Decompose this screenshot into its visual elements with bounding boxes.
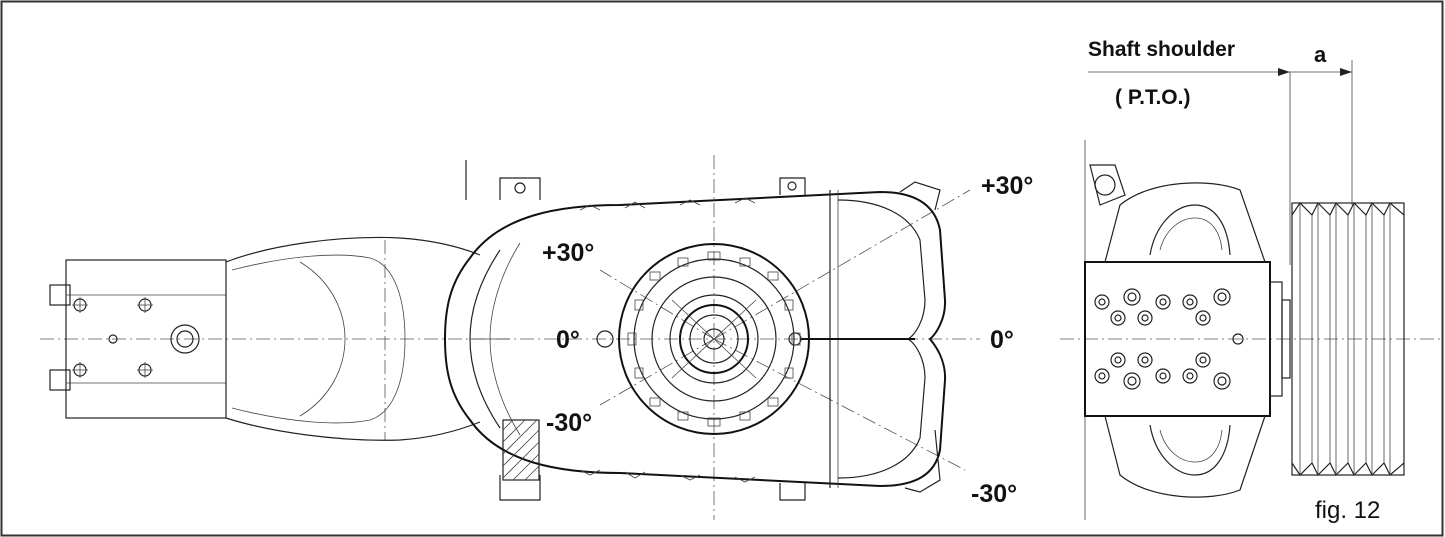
pulley <box>1291 201 1405 477</box>
shaft-shoulder-label: Shaft shoulder <box>1088 38 1235 61</box>
crankcase-body <box>443 160 947 501</box>
pump-flange <box>596 243 810 435</box>
angle-label-right-bottom: -30° <box>971 480 1017 508</box>
side-crankcase <box>1084 164 1291 498</box>
dimension-a: a <box>1088 42 1353 265</box>
pump-top-view: +30° 0° -30° +30° 0° -30° <box>40 155 1033 520</box>
angle-label-right-top: +30° <box>981 172 1033 200</box>
angle-label-left-bottom: -30° <box>546 409 592 437</box>
angle-label-right-mid: 0° <box>990 326 1014 354</box>
pto-label: ( P.T.O.) <box>1115 86 1190 109</box>
crankcase-neck <box>225 236 481 441</box>
figure-caption: fig. 12 <box>1315 497 1380 524</box>
angle-label-left-top: +30° <box>542 239 594 267</box>
dimension-a-label: a <box>1314 42 1327 67</box>
angle-label-left-mid: 0° <box>556 326 580 354</box>
pump-side-view: a Shaft shoulder ( P.T.O.) fig. 12 <box>1060 38 1440 524</box>
mounting-flange <box>49 259 227 419</box>
